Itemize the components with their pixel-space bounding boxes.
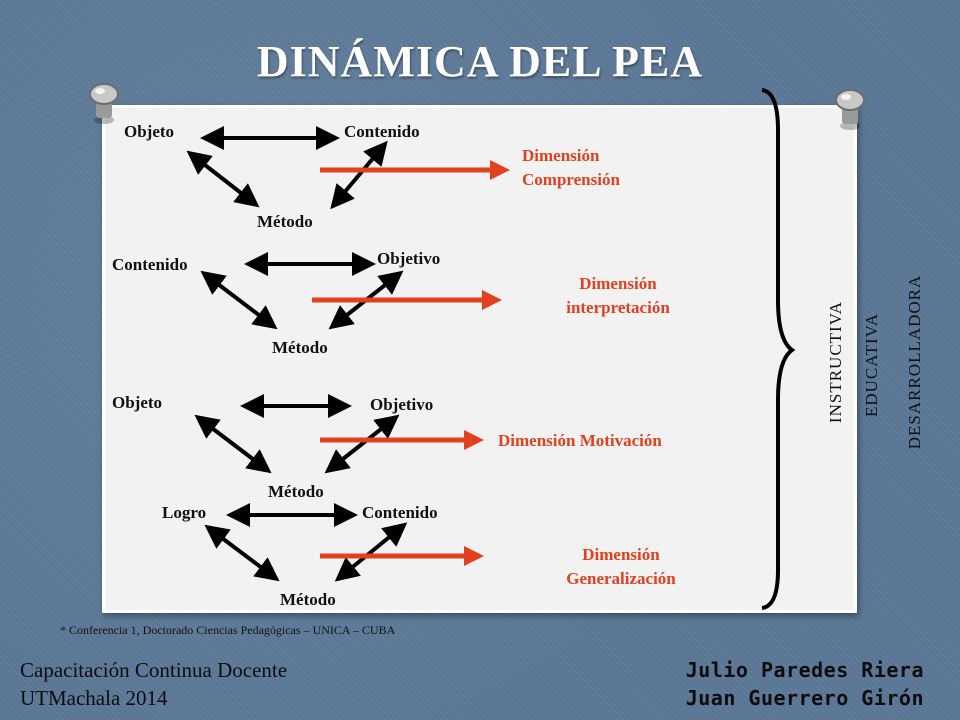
dimension-interpretacion: Dimensión interpretación <box>566 274 670 317</box>
node-metodo-2: Método <box>272 338 328 357</box>
pushpin-icon <box>89 83 119 124</box>
vertical-label-desarrolladora: DESARROLLADORA <box>905 274 924 450</box>
slide-title: DINÁMICA DEL PEA <box>256 37 704 86</box>
dimension-motivacion: Dimensión Motivación <box>498 431 662 450</box>
node-contenido: Contenido <box>344 122 420 141</box>
double-arrow-objeto-metodo-3 <box>194 414 272 474</box>
author-1: Julio Paredes Riera <box>685 658 924 682</box>
vertical-label-instructiva: INSTRUCTIVA <box>826 300 845 424</box>
footer-authors: Julio Paredes Riera Juan Guerrero Girón <box>686 656 924 712</box>
node-objeto: Objeto <box>124 122 175 141</box>
pushpin-icon <box>835 89 865 130</box>
node-metodo: Método <box>257 212 313 231</box>
double-arrow-logro-metodo <box>204 524 280 582</box>
node-contenido-2: Contenido <box>112 255 188 274</box>
node-logro: Logro <box>162 503 207 522</box>
node-objetivo: Objetivo <box>377 249 441 268</box>
double-arrow-objetivo-metodo-3 <box>324 414 400 474</box>
node-objeto-3: Objeto <box>112 393 163 412</box>
dimension-generalizacion: Dimensión Generalización <box>566 545 676 588</box>
node-metodo-3: Método <box>268 482 324 501</box>
footnote: * Conferencia 1, Doctorado Ciencias Peda… <box>60 623 396 637</box>
footer-org-line2: UTMachala 2014 <box>20 686 168 710</box>
node-contenido-4: Contenido <box>362 503 438 522</box>
node-metodo-4: Método <box>280 590 336 609</box>
dimension-comprension: Dimensión Comprensión <box>522 146 620 189</box>
footer-left: Capacitación Continua Docente UTMachala … <box>20 656 287 712</box>
vertical-label-educativa: EDUCATIVA <box>862 312 881 418</box>
double-arrow-objeto-metodo <box>186 150 260 208</box>
double-arrow-contenido-metodo <box>330 140 388 210</box>
node-objetivo-3: Objetivo <box>370 395 434 414</box>
double-arrow-contenido-metodo-2 <box>200 270 278 330</box>
curly-brace <box>761 88 796 610</box>
footer-org-line1: Capacitación Continua Docente <box>20 658 288 682</box>
author-2: Juan Guerrero Girón <box>685 686 924 710</box>
double-arrow-contenido-metodo-4 <box>334 522 408 582</box>
